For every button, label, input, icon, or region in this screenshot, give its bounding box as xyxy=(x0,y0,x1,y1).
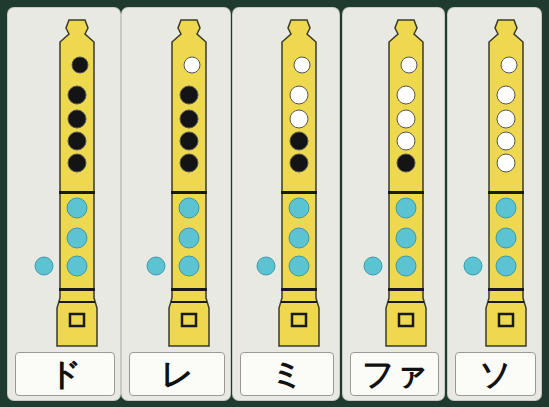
fingering-card: ド xyxy=(8,8,120,400)
recorder xyxy=(147,20,209,346)
blue-hole xyxy=(496,256,516,276)
fingering-card: ソ xyxy=(448,8,541,400)
joint-line xyxy=(488,191,524,194)
blue-hole xyxy=(396,256,416,276)
blue-hole xyxy=(179,198,199,218)
open-hole xyxy=(294,57,310,73)
recorder xyxy=(464,20,526,346)
joint-line xyxy=(388,288,424,291)
fingering-card: ミ xyxy=(233,8,339,400)
closed-hole xyxy=(397,154,415,172)
closed-hole xyxy=(72,57,88,73)
closed-hole xyxy=(180,110,198,128)
blue-hole xyxy=(496,228,516,248)
fingering-card: ファ xyxy=(343,8,444,400)
recorder xyxy=(257,20,319,346)
note-name: ミ xyxy=(271,358,304,390)
joint-line xyxy=(59,288,95,291)
closed-hole xyxy=(290,132,308,150)
closed-hole xyxy=(180,132,198,150)
closed-hole xyxy=(180,154,198,172)
open-hole xyxy=(501,57,517,73)
window-mark xyxy=(399,314,413,326)
window-mark xyxy=(292,314,306,326)
blue-hole xyxy=(257,257,275,275)
open-hole xyxy=(184,57,200,73)
closed-hole xyxy=(68,86,86,104)
label-tile: ミ xyxy=(240,352,334,396)
label-tile: レ xyxy=(129,352,225,396)
note-name: ド xyxy=(49,358,82,390)
blue-hole xyxy=(67,198,87,218)
recorder-body xyxy=(486,20,526,346)
joint-line xyxy=(281,288,317,291)
joint-line xyxy=(59,301,95,303)
blue-hole xyxy=(67,256,87,276)
recorder xyxy=(364,20,426,346)
blue-hole xyxy=(147,257,165,275)
joint-line xyxy=(488,288,524,291)
note-name: レ xyxy=(161,358,194,390)
closed-hole xyxy=(290,154,308,172)
closed-hole xyxy=(68,110,86,128)
joint-line xyxy=(171,301,207,303)
closed-hole xyxy=(180,86,198,104)
blue-hole xyxy=(67,228,87,248)
label-tile: ド xyxy=(15,352,115,396)
recorder-figure xyxy=(343,8,444,400)
open-hole xyxy=(497,132,515,150)
window-mark xyxy=(182,314,196,326)
closed-hole xyxy=(68,132,86,150)
open-hole xyxy=(401,57,417,73)
closed-hole xyxy=(68,154,86,172)
recorder-body xyxy=(169,20,209,346)
blue-hole xyxy=(396,198,416,218)
blue-hole xyxy=(364,257,382,275)
blue-hole xyxy=(496,198,516,218)
open-hole xyxy=(290,110,308,128)
blue-hole xyxy=(464,257,482,275)
blue-hole xyxy=(289,198,309,218)
blue-hole xyxy=(289,228,309,248)
joint-line xyxy=(388,301,424,303)
joint-line xyxy=(388,191,424,194)
open-hole xyxy=(497,154,515,172)
recorder xyxy=(35,20,97,346)
joint-line xyxy=(171,191,207,194)
open-hole xyxy=(397,110,415,128)
recorder-body xyxy=(279,20,319,346)
window-mark xyxy=(499,314,513,326)
label-tile: ファ xyxy=(350,352,439,396)
note-name: ソ xyxy=(479,358,512,390)
recorder-figure xyxy=(233,8,339,400)
open-hole xyxy=(290,86,308,104)
recorder-figure xyxy=(122,8,230,400)
joint-line xyxy=(59,191,95,194)
open-hole xyxy=(397,132,415,150)
open-hole xyxy=(497,86,515,104)
label-tile: ソ xyxy=(455,352,536,396)
recorder-body xyxy=(386,20,426,346)
open-hole xyxy=(497,110,515,128)
recorder-figure xyxy=(8,8,120,400)
blue-hole xyxy=(289,256,309,276)
open-hole xyxy=(397,86,415,104)
blue-hole xyxy=(179,228,199,248)
note-name: ファ xyxy=(362,358,428,390)
joint-line xyxy=(281,191,317,194)
joint-line xyxy=(171,288,207,291)
blue-hole xyxy=(35,257,53,275)
blue-hole xyxy=(179,256,199,276)
joint-line xyxy=(281,301,317,303)
recorder-body xyxy=(57,20,97,346)
joint-line xyxy=(488,301,524,303)
window-mark xyxy=(70,314,84,326)
recorder-figure xyxy=(448,8,541,400)
fingering-card: レ xyxy=(122,8,230,400)
blue-hole xyxy=(396,228,416,248)
